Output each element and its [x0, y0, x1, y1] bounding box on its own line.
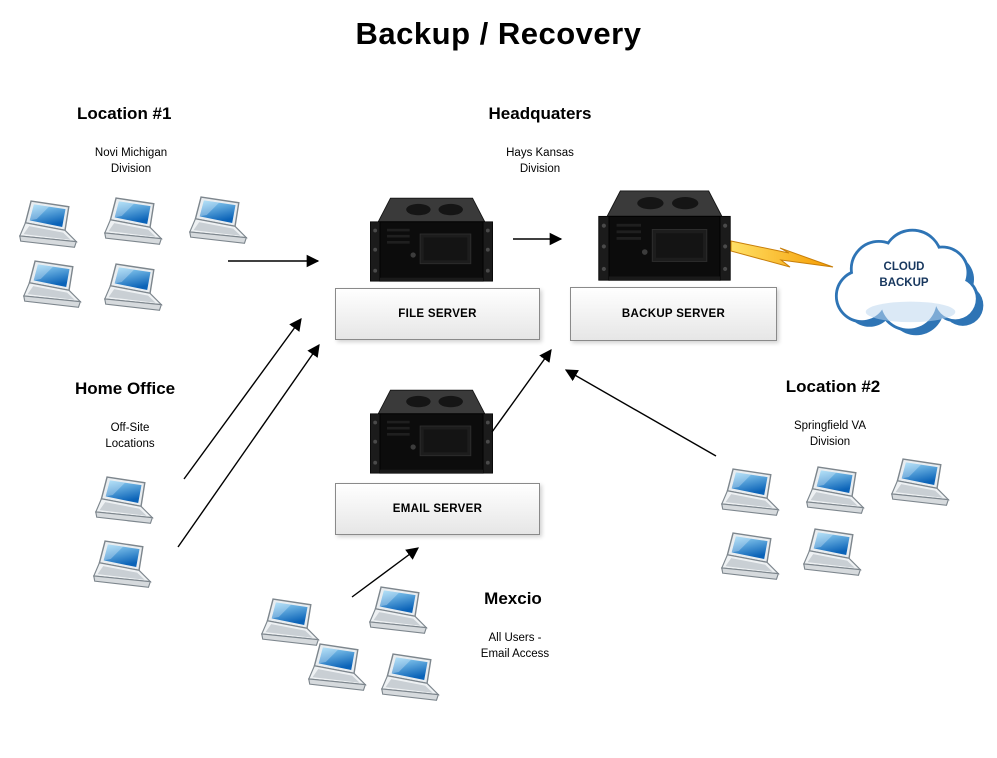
laptop-icon — [803, 466, 869, 521]
email-server-icon — [366, 384, 497, 482]
laptop-icon — [101, 197, 167, 252]
laptop-icon — [90, 540, 156, 595]
laptop-icon — [305, 643, 371, 698]
file-server-label: FILE SERVER — [335, 288, 540, 340]
cloud-backup-group: CLOUD BACKUP — [815, 226, 993, 338]
headquarters-heading: Headquaters — [488, 104, 592, 123]
laptop-icon — [186, 196, 252, 251]
laptop-icon — [718, 532, 784, 587]
mexcio-subtitle: All Users - Email Access — [480, 632, 550, 660]
laptop-icon — [366, 586, 432, 641]
laptop-icon — [16, 200, 82, 255]
laptop-icon — [20, 260, 86, 315]
arrow-homeoffice-to-fileserver-1 — [183, 317, 302, 480]
backup-server-icon — [594, 186, 735, 288]
laptop-icon — [101, 263, 167, 318]
home-office-subtitle: Off-Site Locations — [105, 422, 155, 450]
mexcio-heading: Mexcio — [484, 589, 542, 608]
home-office-heading: Home Office — [75, 379, 176, 398]
laptop-icon — [888, 458, 954, 513]
backup-server-label: BACKUP SERVER — [570, 287, 777, 341]
email-server-label: EMAIL SERVER — [335, 483, 540, 535]
cloud-backup-label: CLOUD BACKUP — [879, 261, 929, 289]
location1-heading: Location #1 — [77, 104, 172, 123]
location2-subtitle: Springfield VA Division — [793, 420, 867, 448]
laptop-icon — [718, 468, 784, 523]
laptop-icon — [800, 528, 866, 583]
arrow-emailserver-to-backupserver — [491, 348, 552, 433]
diagram-title: Backup / Recovery — [355, 16, 642, 51]
laptop-icon — [92, 476, 158, 531]
arrow-homeoffice-to-fileserver-2 — [177, 343, 320, 548]
location2-heading: Location #2 — [785, 377, 881, 396]
file-server-icon — [366, 192, 497, 290]
arrow-location2-to-backupserver — [564, 369, 717, 457]
location1-subtitle: Novi Michigan Division — [94, 147, 168, 175]
headquarters-subtitle: Hays Kansas Division — [506, 147, 574, 175]
laptop-icon — [378, 653, 444, 708]
